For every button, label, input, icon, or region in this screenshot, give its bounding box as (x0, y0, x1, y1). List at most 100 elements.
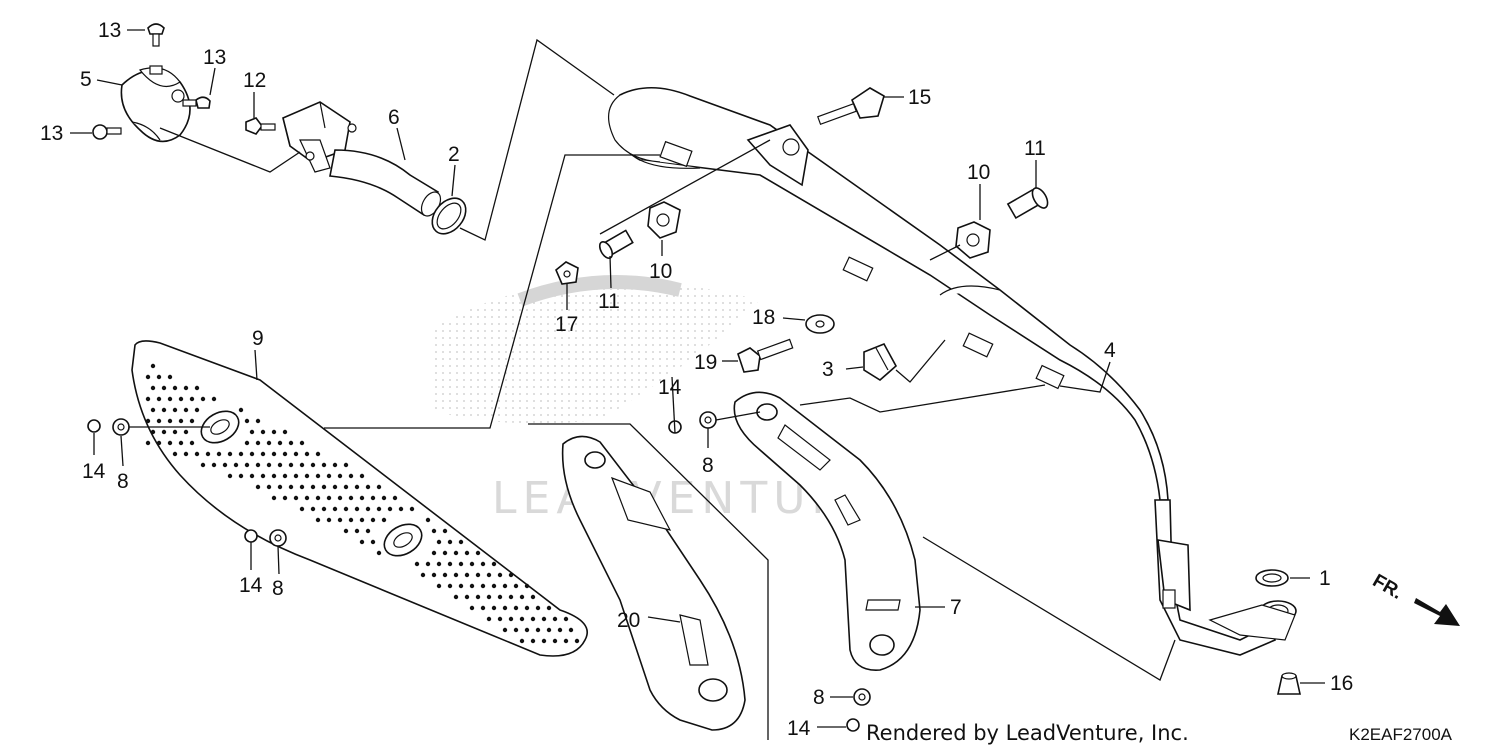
perforation-dot (348, 495, 354, 501)
perforation-dot (502, 627, 508, 633)
collar-part-11-right[interactable] (1006, 185, 1051, 220)
callout-14: 14 (787, 717, 811, 740)
perforation-dot (486, 594, 492, 600)
perforation-dot (150, 407, 156, 413)
cushion-part-3[interactable] (863, 342, 898, 381)
diagram-code: K2EAF2700A (1349, 725, 1453, 744)
perforation-dot (145, 396, 151, 402)
nut-part-16[interactable] (1277, 672, 1301, 695)
perforation-dot (475, 594, 481, 600)
perforation-dot (425, 517, 431, 523)
perforation-dot (359, 473, 365, 479)
perforation-dot (497, 572, 503, 578)
perforation-dot (161, 385, 167, 391)
bolt-part-15[interactable] (817, 87, 885, 126)
perforation-dot (332, 484, 338, 490)
perforation-dot (530, 616, 536, 622)
perforation-dot (497, 594, 503, 600)
perforation-dot (348, 517, 354, 523)
perforation-dot (469, 605, 475, 611)
protector-part-20[interactable] (561, 435, 746, 731)
perforation-dot (216, 451, 222, 457)
callout-11: 11 (1024, 137, 1046, 160)
perforation-dot (255, 484, 261, 490)
tail-pipe-part-6[interactable] (282, 101, 444, 219)
muffler-part-4[interactable] (608, 86, 1276, 656)
protector-part-7[interactable] (733, 391, 921, 671)
perforation-dot (183, 407, 189, 413)
rubber-mount-part-10-left[interactable] (647, 201, 681, 239)
callout-10: 10 (649, 260, 672, 283)
nut-part-17[interactable] (555, 261, 579, 285)
callout-15: 15 (908, 86, 931, 109)
nut-part-14-b[interactable] (244, 529, 258, 543)
perforation-dot (200, 396, 206, 402)
perforation-dot (315, 473, 321, 479)
nut-part-14-d[interactable] (846, 718, 860, 732)
nut-part-14-a[interactable] (87, 419, 101, 433)
perforation-dot (194, 451, 200, 457)
washer-part-8-a[interactable] (112, 418, 130, 436)
callout-numbers: 13 13 5 13 12 6 2 15 11 10 10 11 17 18 1… (40, 19, 1353, 740)
callout-8: 8 (702, 454, 714, 477)
callout-14: 14 (239, 574, 263, 597)
perforation-dot (211, 396, 217, 402)
callout-13: 13 (203, 46, 226, 69)
perforation-dot (227, 473, 233, 479)
bolt-part-12[interactable] (245, 117, 276, 135)
perforation-dot (464, 594, 470, 600)
perforation-dot (387, 506, 393, 512)
screw-part-13-left[interactable] (92, 124, 122, 140)
bolt-part-19[interactable] (737, 338, 794, 373)
gasket-part-2[interactable] (425, 192, 472, 241)
perforation-dot (343, 506, 349, 512)
perforation-dot (238, 451, 244, 457)
callout-13: 13 (40, 122, 63, 145)
collar-part-11-left[interactable] (597, 229, 634, 260)
washer-part-8-d[interactable] (853, 688, 871, 706)
front-direction-marker: FR. (1369, 570, 1460, 626)
callout-4: 4 (1104, 339, 1116, 362)
rubber-mount-part-10-right[interactable] (955, 221, 991, 259)
perforation-dot (156, 418, 162, 424)
callout-8: 8 (813, 686, 825, 709)
perforation-dot (183, 429, 189, 435)
perforation-dot (431, 572, 437, 578)
washer-part-8-b[interactable] (269, 529, 287, 547)
perforation-dot (502, 583, 508, 589)
perforation-dot (194, 407, 200, 413)
perforation-dot (244, 462, 250, 468)
callout-18: 18 (752, 306, 775, 329)
perforation-dot (568, 627, 574, 633)
perforation-dot (354, 484, 360, 490)
screw-part-13-right[interactable] (182, 96, 211, 109)
perforation-dot (409, 506, 415, 512)
perforation-dot (491, 561, 497, 567)
washer-part-8-c[interactable] (699, 411, 717, 429)
end-cap-part-5[interactable] (120, 65, 191, 143)
perforation-dot (304, 495, 310, 501)
perforation-dot (381, 517, 387, 523)
perforation-dot (475, 572, 481, 578)
callout-13: 13 (98, 19, 121, 42)
perforation-dot (167, 374, 173, 380)
perforation-dot (420, 572, 426, 578)
perforation-dot (464, 550, 470, 556)
heat-protector-part-9[interactable] (131, 340, 588, 657)
perforation-dot (519, 594, 525, 600)
perforation-dot (266, 484, 272, 490)
perforation-dot (436, 561, 442, 567)
perforation-dot (519, 638, 525, 644)
callout-14: 14 (82, 460, 106, 483)
screw-part-13-top[interactable] (147, 23, 165, 47)
perforation-dot (288, 484, 294, 490)
perforation-dot (266, 462, 272, 468)
perforation-dot (255, 462, 261, 468)
washer-part-18[interactable] (805, 314, 835, 334)
perforation-dot (447, 561, 453, 567)
perforation-dot (260, 473, 266, 479)
perforation-dot (453, 594, 459, 600)
perforation-dot (172, 385, 178, 391)
perforation-dot (156, 374, 162, 380)
gasket-part-1[interactable] (1255, 569, 1289, 587)
